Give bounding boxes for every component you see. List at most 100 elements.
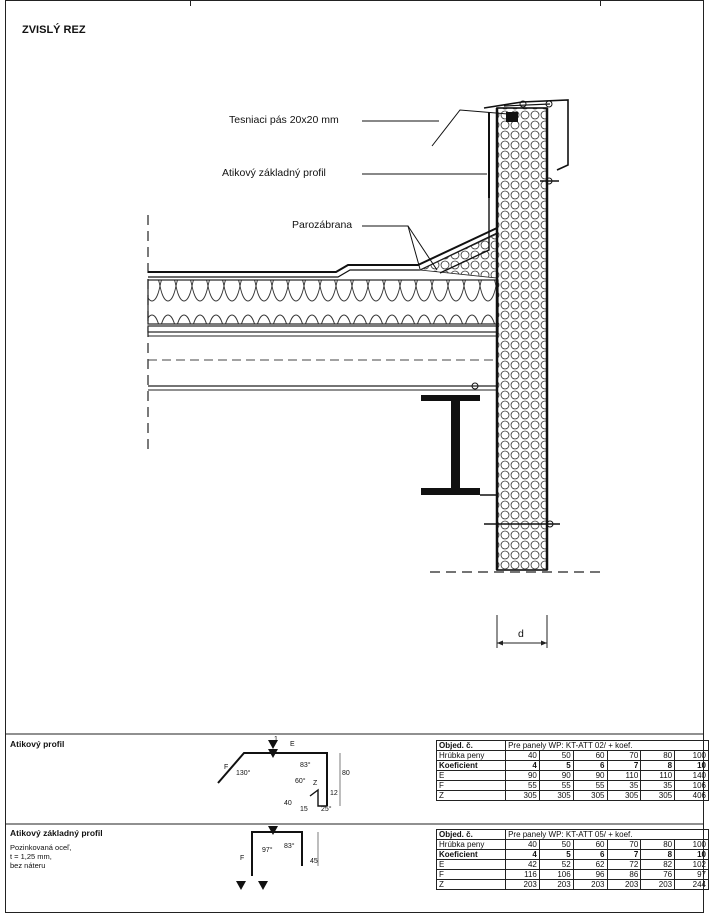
section2-title: Atikový základný profil — [10, 828, 103, 838]
profile1-shape — [217, 752, 328, 806]
table-cell: 244 — [674, 879, 709, 890]
dimension-d: d — [518, 628, 524, 640]
roof-deck — [147, 325, 499, 333]
row-label: F — [435, 869, 507, 880]
angle-label: 83° — [300, 762, 311, 769]
order-label: Objed. č. — [435, 740, 507, 751]
section2-spec-table: Objed. č. Pre panely WP: KT-ATT 05/ + ko… — [435, 829, 709, 890]
table-cell: 82 — [640, 859, 676, 870]
dim-label: 15 — [300, 806, 308, 813]
row-label: Koeficient — [435, 760, 507, 771]
table-cell: 106 — [538, 869, 574, 880]
side-label: E — [290, 741, 295, 748]
angle-label: 97° — [262, 847, 273, 854]
order-label: Objed. č. — [435, 829, 507, 840]
table-cell: 6 — [572, 760, 608, 771]
header-divider — [190, 0, 191, 6]
table-cell: 203 — [640, 879, 676, 890]
callout-atikovy-zakladny: Atikový základný profil — [222, 167, 326, 179]
dim-label: 40 — [284, 800, 292, 807]
table-cell: 72 — [606, 859, 642, 870]
angle-label: 25° — [321, 806, 332, 813]
parapet-cap — [483, 99, 569, 171]
table-cell: 4 — [505, 849, 540, 860]
table-cell: 70 — [606, 839, 642, 850]
table-cell: 80 — [640, 750, 676, 761]
table-cell: 86 — [606, 869, 642, 880]
table-cell: 40 — [505, 750, 540, 761]
wall-panel — [496, 107, 548, 571]
side-label: Z — [313, 780, 318, 787]
row-label: Z — [435, 790, 507, 801]
table-cell: 96 — [572, 869, 608, 880]
row-label: F — [435, 780, 507, 791]
table-cell: 116 — [505, 869, 540, 880]
table-cell: 305 — [505, 790, 540, 801]
table-cell: 50 — [538, 839, 574, 850]
base-profile — [439, 198, 490, 274]
table-cell: 110 — [606, 770, 642, 781]
row-label: Hrúbka peny — [435, 750, 507, 761]
table-cell: 5 — [538, 760, 574, 771]
table-cell: 102 — [674, 859, 709, 870]
drawing-title: ZVISLÝ REZ — [22, 24, 86, 36]
table-cell: 305 — [606, 790, 642, 801]
table-cell: 60 — [572, 750, 608, 761]
table-cell: 60 — [572, 839, 608, 850]
table-cell: 110 — [640, 770, 676, 781]
table-cell: 97 — [674, 869, 709, 880]
dim-label: 45 — [310, 858, 318, 865]
table-cell: 90 — [505, 770, 540, 781]
table-cell: 305 — [538, 790, 574, 801]
side-label: F — [224, 764, 229, 771]
table-cell: 80 — [640, 839, 676, 850]
table-cell: 76 — [640, 869, 676, 880]
table-cell: 8 — [640, 849, 676, 860]
table-cell: 10 — [674, 849, 709, 860]
table-cell: 406 — [674, 790, 709, 801]
table-cell: 203 — [505, 879, 540, 890]
roof-insulation — [147, 279, 499, 325]
table-cell: 6 — [572, 849, 608, 860]
table-cell: 140 — [674, 770, 709, 781]
table-cell: 55 — [538, 780, 574, 791]
table-cell: 55 — [572, 780, 608, 791]
header-divider — [600, 0, 601, 6]
table-cell: 90 — [538, 770, 574, 781]
row-label: Hrúbka peny — [435, 839, 507, 850]
angle-label: 60° — [295, 778, 306, 785]
table-cell: 203 — [572, 879, 608, 890]
table-cell: 62 — [572, 859, 608, 870]
table-cell: 90 — [572, 770, 608, 781]
table-cell: 50 — [538, 750, 574, 761]
dim-label: 80 — [342, 770, 350, 777]
table-cell: 8 — [640, 760, 676, 771]
table-cell: 5 — [538, 849, 574, 860]
row-label: Koeficient — [435, 849, 507, 860]
leader — [431, 109, 509, 147]
table-cell: 100 — [674, 750, 709, 761]
side-label: F — [240, 855, 245, 862]
table-cell: 35 — [640, 780, 676, 791]
table-cell: 70 — [606, 750, 642, 761]
table-cell: 106 — [674, 780, 709, 791]
roof-membrane — [148, 227, 498, 273]
sealing-tape — [506, 112, 518, 122]
section1-spec-table: Objed. č. Pre panely WP: KT-ATT 02/ + ko… — [435, 740, 709, 801]
dim-label: 12 — [330, 790, 338, 797]
row-label: E — [435, 859, 507, 870]
table-cell: 7 — [606, 760, 642, 771]
mark-label: 1 — [274, 736, 278, 743]
angle-label: 83° — [284, 843, 295, 850]
table-cell: 55 — [505, 780, 540, 791]
row-label: E — [435, 770, 507, 781]
